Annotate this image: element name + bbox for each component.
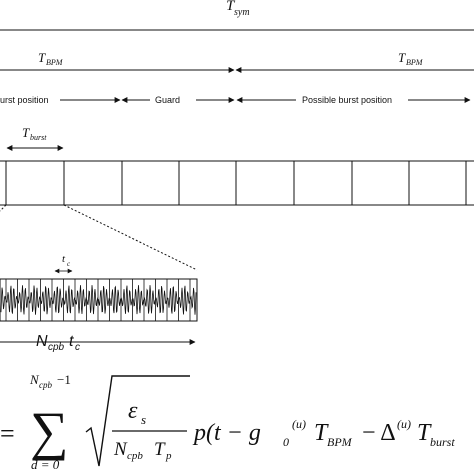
eq-t-bpm: T [314, 420, 329, 446]
eq-sigma: ∑ [30, 401, 69, 461]
eq-denominator-n: N [113, 439, 128, 460]
eq-minus-delta: − Δ [362, 420, 396, 446]
eq-sum-upper-sub: cpb [39, 380, 52, 390]
eq-sum-upper: N [29, 372, 40, 387]
eq-t-bpm-sub: BPM [327, 435, 353, 449]
t-bpm-left-sub: BPM [46, 58, 64, 67]
burst-position-row: urst position Guard Possible burst posit… [0, 95, 471, 105]
burst-slot-row [0, 160, 474, 206]
n-cpb-tc-sub: cpb [48, 342, 65, 353]
eq-denominator-t-sub: p [165, 450, 172, 462]
n-cpb-tc-label: N cpb t c [36, 333, 80, 353]
signal-equation: = N cpb −1 ∑ d = 0 ε s N cpb T p p(t − g… [0, 372, 455, 472]
eq-t-burst: T [417, 420, 432, 446]
t-c-sub: c [67, 260, 71, 268]
eq-numerator: ε [128, 398, 138, 424]
n-cpb-tc-t: t [69, 333, 74, 350]
zoom-line-right [63, 204, 198, 271]
t-c-label: t c [62, 253, 71, 268]
t-bpm-right-main: T [398, 50, 406, 65]
t-sym-main: T [226, 0, 236, 14]
chip-waveform [0, 285, 197, 315]
eq-denominator-t: T [154, 439, 166, 460]
eq-t-burst-sub: burst [430, 435, 455, 449]
t-sym-label: T sym [226, 0, 250, 18]
eq-numerator-sub: s [141, 412, 146, 427]
eq-delta-sup: (u) [397, 417, 411, 431]
t-c-main: t [62, 253, 66, 265]
n-cpb-tc-n: N [36, 333, 48, 350]
t-burst-sub: burst [30, 133, 47, 142]
eq-g-sub: 0 [283, 435, 289, 449]
t-bpm-right-sub: BPM [406, 58, 424, 67]
eq-sqrt-sign [85, 375, 190, 467]
eq-sum-lower: d = 0 [31, 457, 60, 472]
t-bpm-left-main: T [38, 50, 46, 65]
eq-g-sup: (u) [292, 417, 306, 431]
guard-label: Guard [155, 95, 180, 105]
t-bpm-right-label: T BPM [398, 50, 424, 67]
eq-sum-upper-minus: −1 [57, 372, 71, 387]
burst-position-label: urst position [0, 95, 49, 105]
possible-burst-position-label: Possible burst position [302, 95, 392, 105]
eq-p-func: p(t − g [192, 420, 261, 446]
eq-denominator-n-sub: cpb [127, 450, 143, 462]
n-cpb-tc-tsub: c [75, 342, 80, 353]
chip-waveform-box [0, 278, 198, 322]
zoom-line-left [0, 204, 7, 212]
t-burst-main: T [22, 125, 30, 140]
eq-equals: = [0, 419, 15, 448]
t-burst-label: T burst [22, 125, 47, 142]
t-bpm-left-label: T BPM [38, 50, 64, 67]
t-sym-sub: sym [234, 7, 250, 18]
